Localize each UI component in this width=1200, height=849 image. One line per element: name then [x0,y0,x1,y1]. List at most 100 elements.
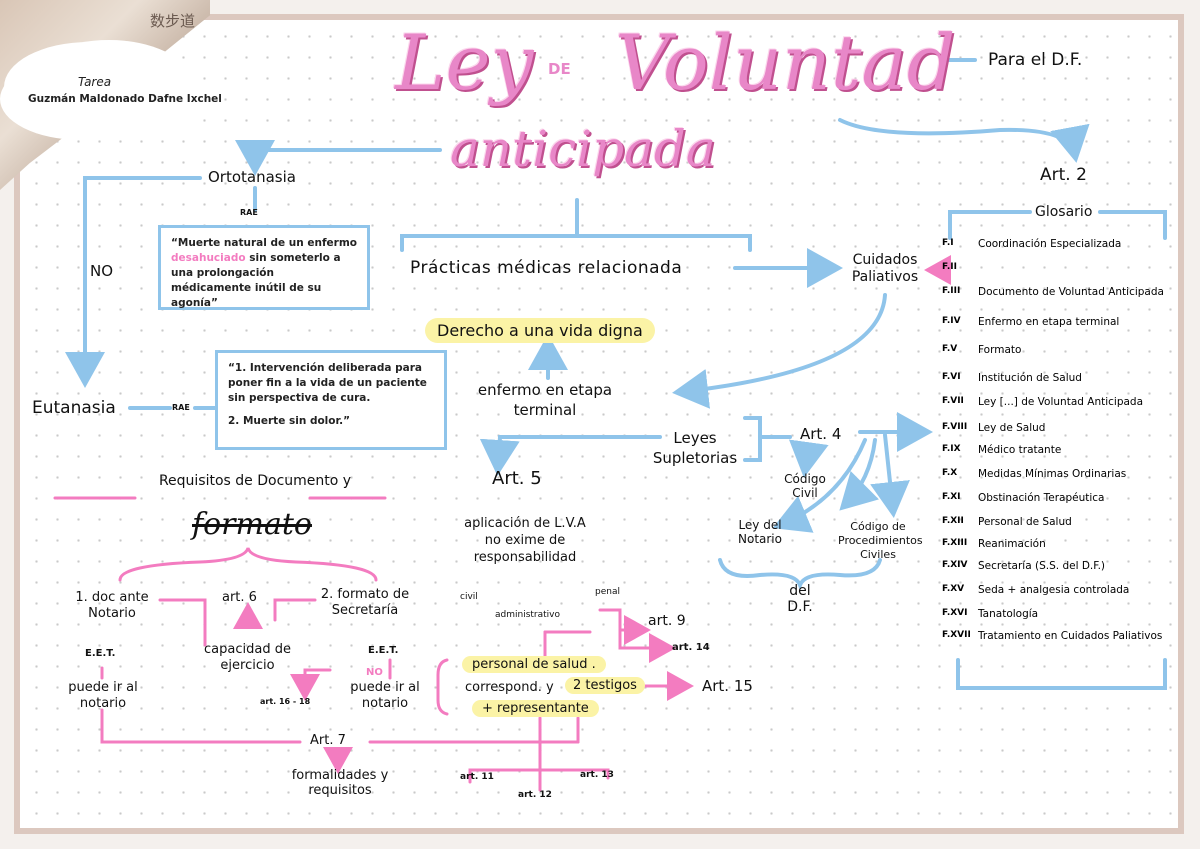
art4-label: Art. 4 [800,425,842,443]
glosario-item-text: Tanatología [978,608,1039,620]
art6-label: art. 6 [222,590,257,605]
art5-administrativo: administrativo [495,610,560,620]
art13-label: art. 13 [580,770,614,780]
glosario-item-text: Médico tratante [978,444,1062,456]
glosario-item-number: F.VIII [942,422,968,432]
arts-16-18-label: art. 16 - 18 [260,697,311,706]
glosario-item-number: F.IX [942,444,961,454]
ortotanasia-definition: “Muerte natural de un enfermo desahuciad… [171,237,358,309]
codigo-procedimientos-label: Código de Procedimientos Civiles [838,520,923,561]
glosario-item-text: Reanimación [978,538,1046,550]
glosario-item-text: Secretaría (S.S. del D.F.) [978,560,1106,572]
et2-label: E.E.T. [368,645,399,656]
formato-title: formato [192,507,312,542]
art5-penal: penal [595,587,620,597]
pink-brace-requisitos [118,547,378,582]
glosario-item-number: F.VI [942,372,961,382]
art2-label: Art. 2 [1040,165,1087,185]
no-label: NO [90,262,114,280]
art9-label: art. 9 [648,613,686,629]
correspond-label: correspond. y [465,680,554,695]
art11-label: art. 11 [460,772,494,782]
curly-brace-del-df [718,558,882,591]
glosario-item-number: F.IV [942,316,961,326]
bracket-practicas [400,234,752,252]
glosario-item-text: Obstinación Terapéutica [978,492,1105,504]
glosario-item-number: F.XVI [942,608,968,618]
glosario-item-text: Coordinación Especializada [978,238,1122,250]
ortotanasia-definition-box: “Muerte natural de un enfermo desahuciad… [158,225,370,310]
derecho-label: Derecho a una vida digna [425,318,655,343]
glosario-item-text: Ley de Salud [978,422,1046,434]
formalidades-label: formalidades y requisitos [291,768,389,798]
glosario-item-number: F.XIII [942,538,968,548]
dotted-paper [14,14,1184,834]
arrow-to-art2 [838,118,1090,163]
arrow-leyes-art5 [479,435,662,476]
art5-text: aplicación de L.V.A no exime de responsa… [464,516,586,565]
art15-label: Art. 15 [702,677,753,695]
cuidados-label: Cuidados Paliativos [851,252,919,285]
glosario-item-number: F.V [942,344,958,354]
ortotanasia-label: Ortotanasia [208,168,296,186]
puede1-label: puede ir al notario [68,680,138,711]
glosario-bracket-left [948,210,1032,240]
title-ley: Ley [395,18,534,107]
glosario-item-text: Seda + analgesia controlada [978,584,1130,596]
codigo-civil-label: Código Civil [784,472,826,500]
testigos-label: 2 testigos [565,677,645,694]
eutanasia-rae: RAE [172,403,190,412]
art14-label: art. 14 [672,642,710,653]
line-ortotanasia-eutanasia [65,176,202,388]
art5-label: Art. 5 [492,468,542,489]
eutanasia-label: Eutanasia [32,398,116,418]
glosario-item-number: F.XVII [942,630,971,640]
eutanasia-def2: 2. Muerte sin dolor.” [228,415,351,427]
ortotanasia-rae: RAE [240,208,258,217]
glosario-item-text: Personal de Salud [978,516,1072,528]
glosario-item-number: F.XII [942,516,964,526]
title-anticipada: anticipada [450,120,716,178]
title-voluntad: Voluntad [615,18,956,107]
scope-label: Para el D.F. [988,50,1083,70]
glosario-item-number: F.XI [942,492,961,502]
del-df-label: del D.F. [787,583,813,615]
practicas-label: Prácticas médicas relacionada [410,258,683,278]
glosario-title: Glosario [1035,204,1093,220]
doc-notario-label: 1. doc ante Notario [75,590,149,621]
capacidad-label: capacidad de ejercicio [204,642,291,673]
representante-label: + representante [472,700,599,717]
art5-civil: civil [460,592,478,602]
puede2-label: puede ir al notario [350,680,420,711]
corner-text: 数步道 [150,12,196,30]
art7-label: Art. 7 [310,733,346,748]
author-name: Guzmán Maldonado Dafne Ixchel [28,93,222,105]
glosario-item-number: F.III [942,286,961,296]
glosario-item-number: F.XV [942,584,965,594]
art12-label: art. 12 [518,790,552,800]
glosario-item-text: Tratamiento en Cuidados Paliativos [978,630,1163,642]
eutanasia-def1: “1. Intervención deliberada para poner f… [228,362,427,404]
title-connector: DE [548,60,571,78]
glosario-item-text: Institución de Salud [978,372,1082,384]
glosario-item-text: Formato [978,344,1022,356]
formato-secretaria-label: 2. formato de Secretaría [320,587,410,618]
ley-notario-label: Ley del Notario [738,518,782,546]
glosario-item-text: Ley [...] de Voluntad Anticipada [978,396,1144,408]
glosario-item-text: Medidas Mínimas Ordinarias [978,468,1127,480]
author-cloud-badge [4,42,174,132]
requisitos-title: Requisitos de Documento y [158,473,352,489]
glosario-item-number: F.VII [942,396,964,406]
enfermo-label: enfermo en etapa terminal [477,381,613,419]
glosario-item-text: Documento de Voluntad Anticipada [978,286,1164,298]
glosario-item-number: F.I [942,238,954,248]
arrow-to-ortotanasia [235,140,442,176]
eutanasia-definition-box: “1. Intervención deliberada para poner f… [215,350,447,450]
glosario-item-number: F.II [942,262,957,272]
author-label: Tarea [78,75,112,89]
glosario-item-text: Enfermo en etapa terminal [978,316,1120,328]
arrow-cuidados-enfermo [672,293,887,409]
glosario-bracket-bottom [956,658,1167,690]
